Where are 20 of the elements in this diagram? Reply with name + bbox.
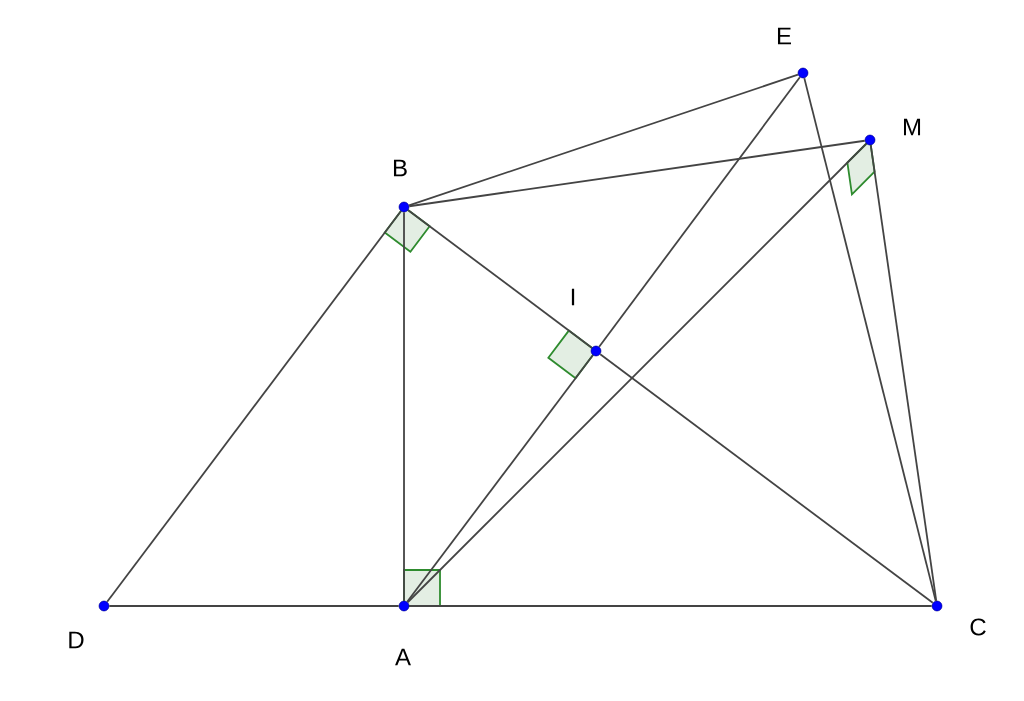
line-segment <box>108 605 400 607</box>
line-segment <box>869 144 938 602</box>
point-label: E <box>778 27 791 45</box>
line-segment <box>406 142 868 604</box>
line-segment <box>408 73 799 207</box>
point-label: M <box>904 118 921 136</box>
line-segment <box>598 76 801 348</box>
point-label: C <box>970 618 986 636</box>
point-label: I <box>571 288 575 306</box>
point-label: B <box>394 159 407 177</box>
point-label: A <box>395 648 411 666</box>
line-segment <box>408 139 866 208</box>
line-segment <box>803 77 937 602</box>
line-segment <box>599 353 934 604</box>
line-segment <box>106 210 402 603</box>
line-segment <box>403 211 405 602</box>
line-segment <box>408 605 933 607</box>
line-segment <box>406 354 594 603</box>
line-segment <box>407 209 593 349</box>
point-label: D <box>69 631 84 649</box>
